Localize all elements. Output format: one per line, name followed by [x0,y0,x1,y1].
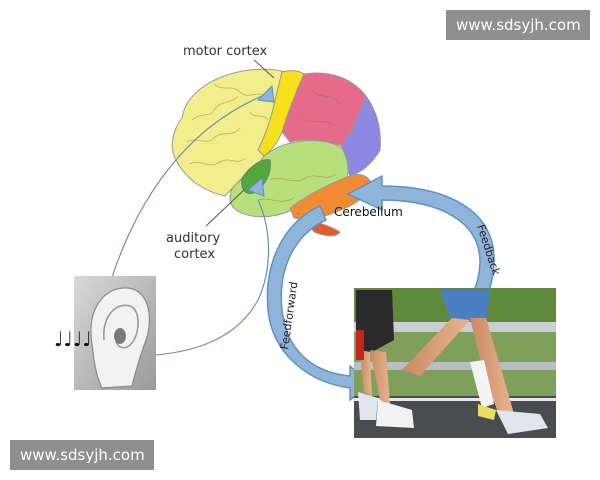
auditory-arrowhead-icon [247,177,265,197]
runners-photo [354,288,556,438]
watermark-top: www.sdsyjh.com [446,10,590,40]
auditory-cortex-label-line2: cortex [174,247,215,262]
auditory-area [241,159,271,194]
motor-cortex-pointer [253,59,275,79]
motor-cortex-label: motor cortex [183,44,267,59]
motor-arrowhead-icon [256,84,275,103]
music-notes: ♩♩♩♩ [54,327,92,351]
watermark-bottom: www.sdsyjh.com [10,440,154,470]
gyri-lines [185,83,341,202]
cerebellum-label: Cerebellum [334,205,403,219]
brain-illustration [171,68,381,237]
auditory-cortex-pointer [205,189,245,227]
ear-to-auditory-line [117,199,270,357]
auditory-cortex-label-line1: auditory [166,231,220,246]
ear-photo [74,276,156,390]
